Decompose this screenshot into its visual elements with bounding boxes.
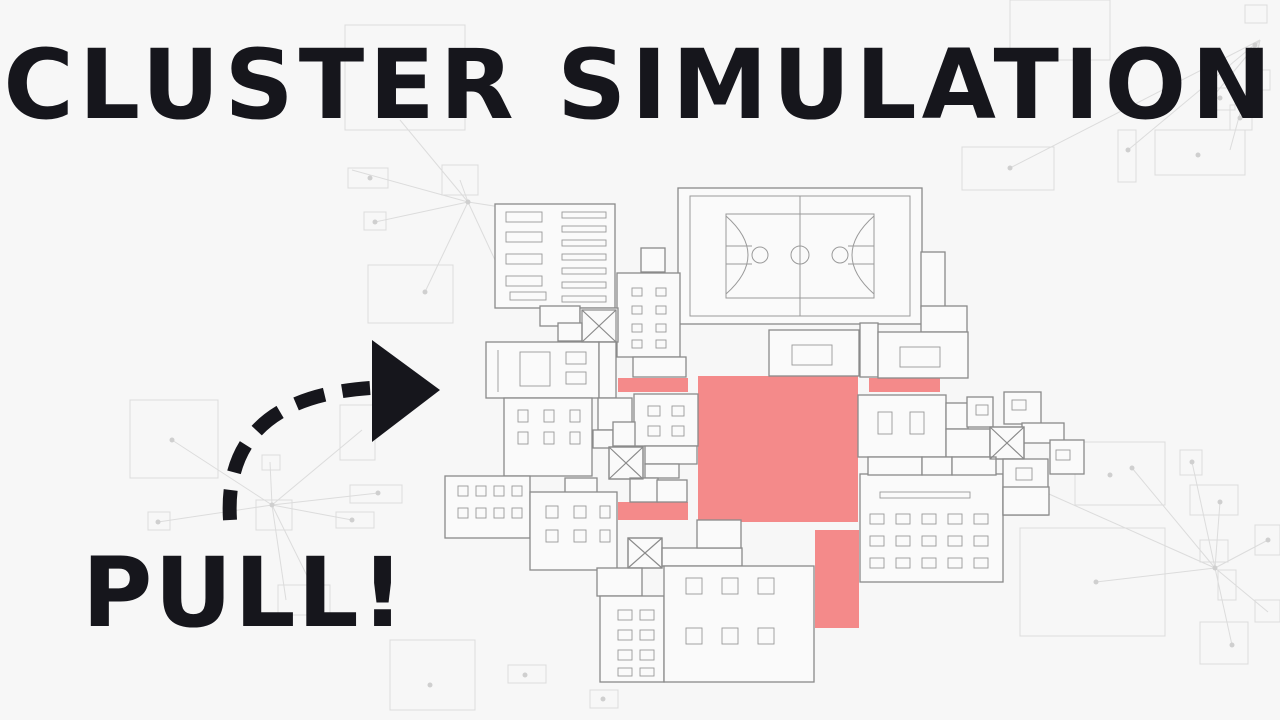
- action-label: PULL!: [82, 537, 407, 649]
- page-title: CLUSTER SIMULATION: [3, 29, 1277, 141]
- highlight-areas: [618, 376, 940, 628]
- furniture: [457, 211, 1071, 677]
- stair-rooms: [581, 309, 1025, 569]
- court-markings: [689, 195, 911, 317]
